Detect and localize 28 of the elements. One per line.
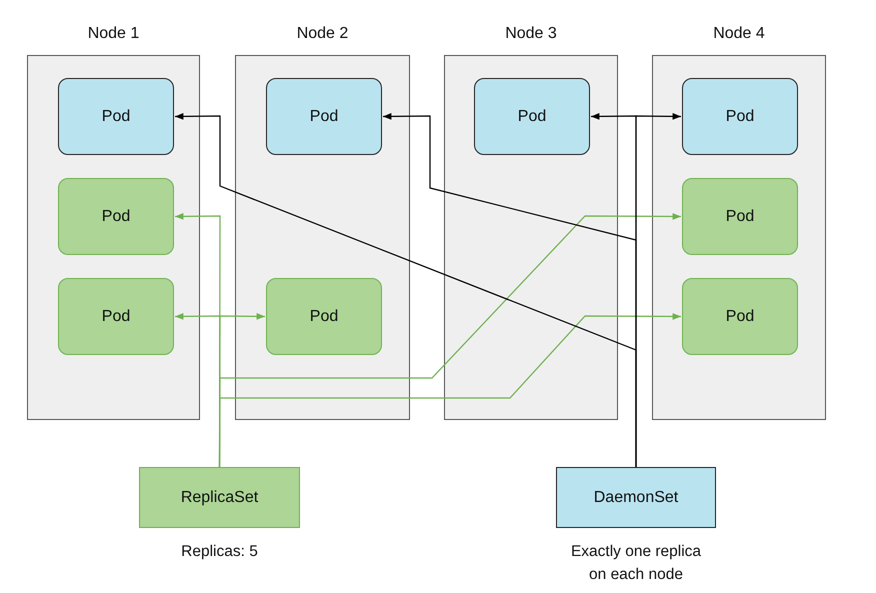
node-label: Replicas: 5: [180, 542, 259, 562]
node-label: Pod: [726, 108, 754, 126]
node-label: Pod: [102, 208, 130, 226]
connector-arrow: [635, 113, 681, 467]
pod-box: [682, 278, 798, 355]
pod-box: [266, 278, 382, 355]
pod-box: [58, 178, 174, 255]
node-label: Pod: [726, 208, 754, 226]
pod-box: [682, 178, 798, 255]
node-label: Pod: [518, 108, 546, 126]
node-heading: Node 4: [712, 25, 766, 43]
pod-box: [474, 78, 590, 155]
node-heading: Node 1: [86, 25, 140, 43]
node-label: Pod: [726, 308, 754, 326]
node-label: Pod: [310, 308, 338, 326]
pod-box: [682, 78, 798, 155]
node-label: Pod: [310, 108, 338, 126]
node-label: ReplicaSet: [180, 488, 258, 506]
node-heading: Node 2: [296, 25, 350, 43]
node-label: DaemonSet: [594, 488, 678, 506]
pod-box: [58, 278, 174, 355]
pod-box: [58, 78, 174, 155]
node-heading: Node 3: [504, 25, 558, 43]
connector-arrow: [218, 313, 681, 467]
node-label: Exactly one replica on each node: [570, 542, 702, 585]
pod-box: [266, 78, 382, 155]
node-label: Pod: [102, 108, 130, 126]
node-label: Pod: [102, 308, 130, 326]
